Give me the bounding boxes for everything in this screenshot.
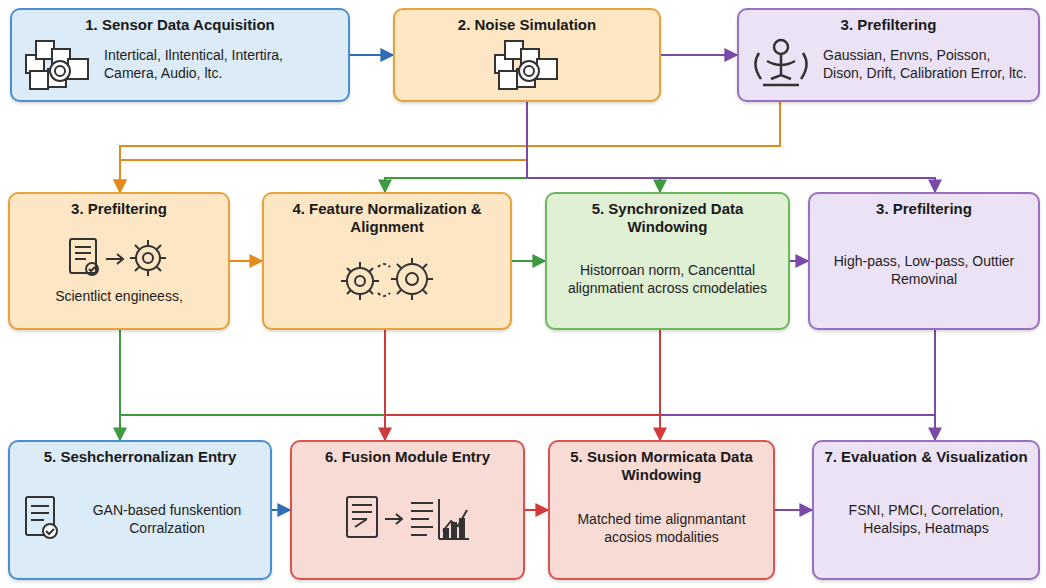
icon-symbol — [22, 35, 94, 93]
process-box: 4. Feature Normalization & Alignment — [262, 192, 512, 330]
flow-arrow — [790, 260, 808, 262]
icon-symbol — [332, 253, 442, 305]
icon-symbol — [20, 493, 64, 545]
box-heading: 4. Feature Normalization & Alignment — [274, 200, 500, 236]
box-body: GAN-based funskention Corralzation — [74, 501, 260, 537]
content-row: Intertical, Ilntentical, Intertira, Came… — [22, 34, 338, 94]
box-heading: 5. Susion Mormicata Data Windowing — [560, 448, 763, 484]
flow-arrow — [527, 102, 935, 192]
flow-arrow — [384, 330, 386, 440]
bus-line — [660, 414, 935, 416]
content-row: Gaussian, Envns, Poisson, Dison, Drift, … — [749, 34, 1028, 94]
process-box: 3. PrefilteringGaussian, Envns, Poisson,… — [737, 8, 1040, 102]
box-heading: 5. Seshcherronalizan Entry — [20, 448, 260, 466]
box-heading: 3. Prefiltering — [820, 200, 1028, 218]
bus-line — [385, 414, 660, 416]
flow-arrow — [661, 54, 737, 56]
box-body: Gaussian, Envns, Poisson, Dison, Drift, … — [823, 46, 1028, 82]
flow-arrow — [230, 260, 262, 262]
bus-line — [120, 414, 385, 416]
box-body: Intertical, Ilntentical, Intertira, Came… — [104, 46, 338, 82]
box-body: FSNI, PMCI, Correlation, Healsips, Heatm… — [824, 501, 1028, 537]
process-box: 2. Noise Simulation — [393, 8, 661, 102]
box-body: Scientlict engineess, — [55, 287, 183, 305]
box-body: Historroan norm, Cancenttal alignmatient… — [557, 261, 778, 297]
box-heading: 7. Evaluation & Visualization — [824, 448, 1028, 466]
process-box: 3. PrefilteringScientlict engineess, — [8, 192, 230, 330]
flow-arrow — [385, 102, 527, 192]
process-box: 5. Susion Mormicata Data WindowingMatche… — [548, 440, 775, 580]
process-box: 7. Evaluation & VisualizationFSNI, PMCI,… — [812, 440, 1040, 580]
box-body: High-pass, Low-pass, Outtier Removinal — [820, 252, 1028, 288]
process-box: 5. Seshcherronalizan EntryGAN-based funs… — [8, 440, 272, 580]
icon-symbol — [491, 35, 563, 93]
content-col — [405, 34, 649, 94]
flow-arrow — [775, 509, 812, 511]
icon-symbol — [343, 491, 473, 547]
content-col: Gaussian, Envns, Poisson, Dison, Drift, … — [823, 46, 1028, 82]
box-heading: 5. Synchronized Data Windowing — [557, 200, 778, 236]
content-col — [274, 236, 500, 322]
flow-arrow — [272, 509, 290, 511]
icon-symbol — [64, 235, 174, 281]
box-heading: 2. Noise Simulation — [405, 16, 649, 34]
flow-arrow — [659, 330, 661, 440]
flow-arrow — [525, 509, 548, 511]
process-box: 5. Synchronized Data WindowingHistorroan… — [545, 192, 790, 330]
flow-arrow — [934, 330, 936, 440]
box-heading: 6. Fusion Module Entry — [302, 448, 513, 466]
content-col: Intertical, Ilntentical, Intertira, Came… — [104, 46, 338, 82]
process-box: 3. PrefilteringHigh-pass, Low-pass, Outt… — [808, 192, 1040, 330]
content-col: GAN-based funskention Corralzation — [74, 501, 260, 537]
box-body: Matched time alignmantant acosios modali… — [560, 510, 763, 546]
flow-arrow — [350, 54, 393, 56]
box-heading: 3. Prefiltering — [20, 200, 218, 218]
process-box: 6. Fusion Module Entry — [290, 440, 525, 580]
content-col: FSNI, PMCI, Correlation, Healsips, Heatm… — [824, 466, 1028, 572]
box-heading: 1. Sensor Data Acquisition — [22, 16, 338, 34]
content-col: Historroan norm, Cancenttal alignmatient… — [557, 236, 778, 322]
content-col: Scientlict engineess, — [20, 218, 218, 322]
flow-arrow — [119, 330, 121, 440]
content-col: High-pass, Low-pass, Outtier Removinal — [820, 218, 1028, 322]
icon-symbol — [749, 35, 813, 93]
process-box: 1. Sensor Data AcquisitionIntertical, Il… — [10, 8, 350, 102]
box-heading: 3. Prefiltering — [749, 16, 1028, 34]
content-row: GAN-based funskention Corralzation — [20, 466, 260, 572]
flow-arrow — [512, 260, 545, 262]
content-col — [302, 466, 513, 572]
content-col: Matched time alignmantant acosios modali… — [560, 484, 763, 572]
